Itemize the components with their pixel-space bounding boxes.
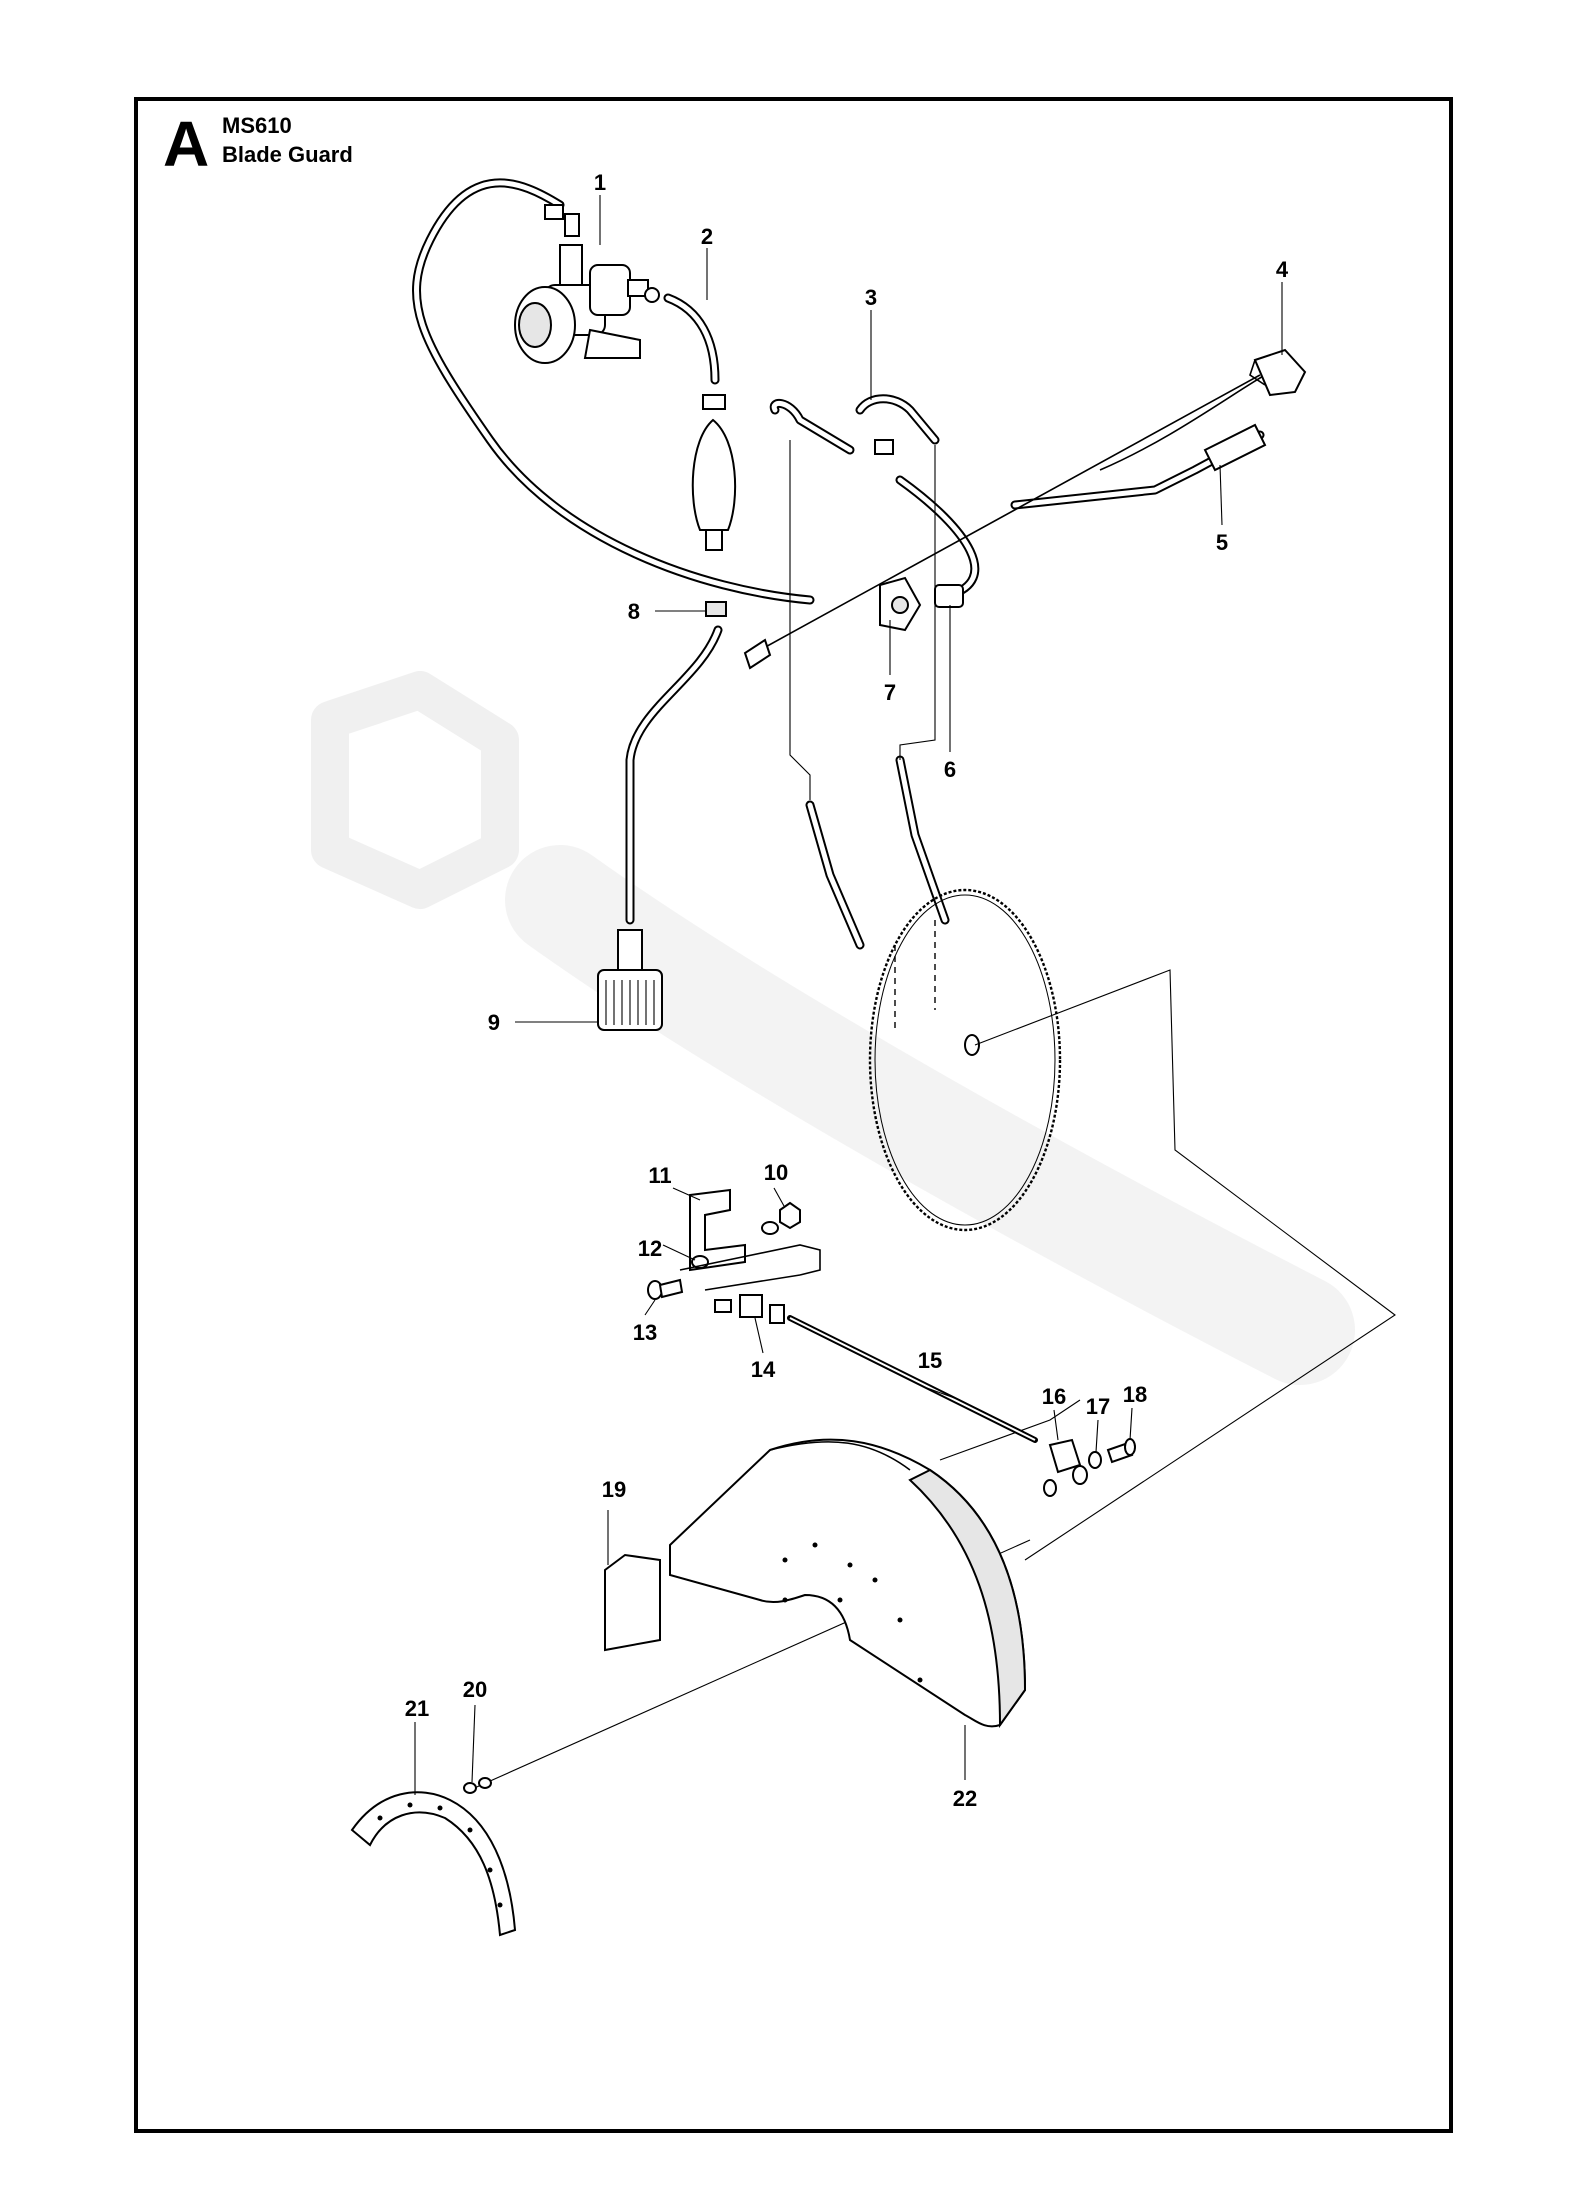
callout-19: 19 (602, 1477, 626, 1502)
callout-4: 4 (1276, 257, 1289, 282)
part-17-washer (1043, 1451, 1102, 1497)
callout-21: 21 (405, 1696, 429, 1721)
watermark-logo (311, 671, 1355, 1385)
part-11-bracket (689, 1188, 746, 1272)
part-3-hose (769, 394, 980, 600)
callout-8: 8 (628, 599, 640, 624)
saw-blade (868, 888, 1062, 1232)
part-2-hose (644, 287, 726, 410)
model-name: MS610 (222, 113, 292, 138)
part-5-water-tube (743, 371, 1271, 670)
callout-13: 13 (633, 1320, 657, 1345)
primer-bulb (691, 418, 737, 551)
callout-15: 15 (918, 1348, 942, 1373)
part-18-screw (1106, 1438, 1136, 1464)
diagram-title: Blade Guard (222, 142, 353, 167)
callout-1: 1 (594, 170, 606, 195)
callout-16: 16 (1042, 1384, 1066, 1409)
callout-6: 6 (944, 757, 956, 782)
part-1-water-pump (514, 244, 649, 364)
callout-2: 2 (701, 224, 713, 249)
part-13-bolt (647, 1278, 684, 1300)
callout-22: 22 (953, 1786, 977, 1811)
part-22-blade-guard (669, 1438, 1027, 1729)
part-14-link (679, 1244, 821, 1324)
callout-leaders (414, 195, 1283, 1795)
intake-hose (625, 625, 723, 925)
callout-12: 12 (638, 1236, 662, 1261)
diagram-frame (134, 97, 1453, 2133)
part-19-plate (604, 1553, 661, 1652)
callout-17: 17 (1086, 1394, 1110, 1419)
callout-20: 20 (463, 1677, 487, 1702)
callout-3: 3 (865, 285, 877, 310)
callout-9: 9 (488, 1010, 500, 1035)
callout-7: 7 (884, 680, 896, 705)
part-15-rod (787, 1315, 1038, 1443)
section-letter: A (163, 108, 210, 180)
callout-numbers: 1 2 3 4 5 6 7 8 9 10 11 12 13 14 15 16 1… (405, 170, 1289, 1811)
blade-guard-nozzle-pipes (789, 440, 950, 950)
part-20-washers (463, 1777, 492, 1794)
callout-14: 14 (751, 1357, 776, 1382)
part-7-valve-bracket (879, 576, 922, 632)
part-4-bracket (1249, 348, 1307, 397)
part-6-water-valve (934, 584, 964, 608)
callout-5: 5 (1216, 530, 1228, 555)
part-10-nut (761, 1201, 801, 1235)
callout-11: 11 (648, 1163, 671, 1188)
part-9-water-filter (597, 929, 663, 1031)
water-hose-main (412, 178, 815, 605)
callout-18: 18 (1123, 1382, 1147, 1407)
part-21-rubber-flap (350, 1791, 517, 1937)
callout-10: 10 (764, 1160, 788, 1185)
part-8-hose-clamp (705, 601, 727, 617)
